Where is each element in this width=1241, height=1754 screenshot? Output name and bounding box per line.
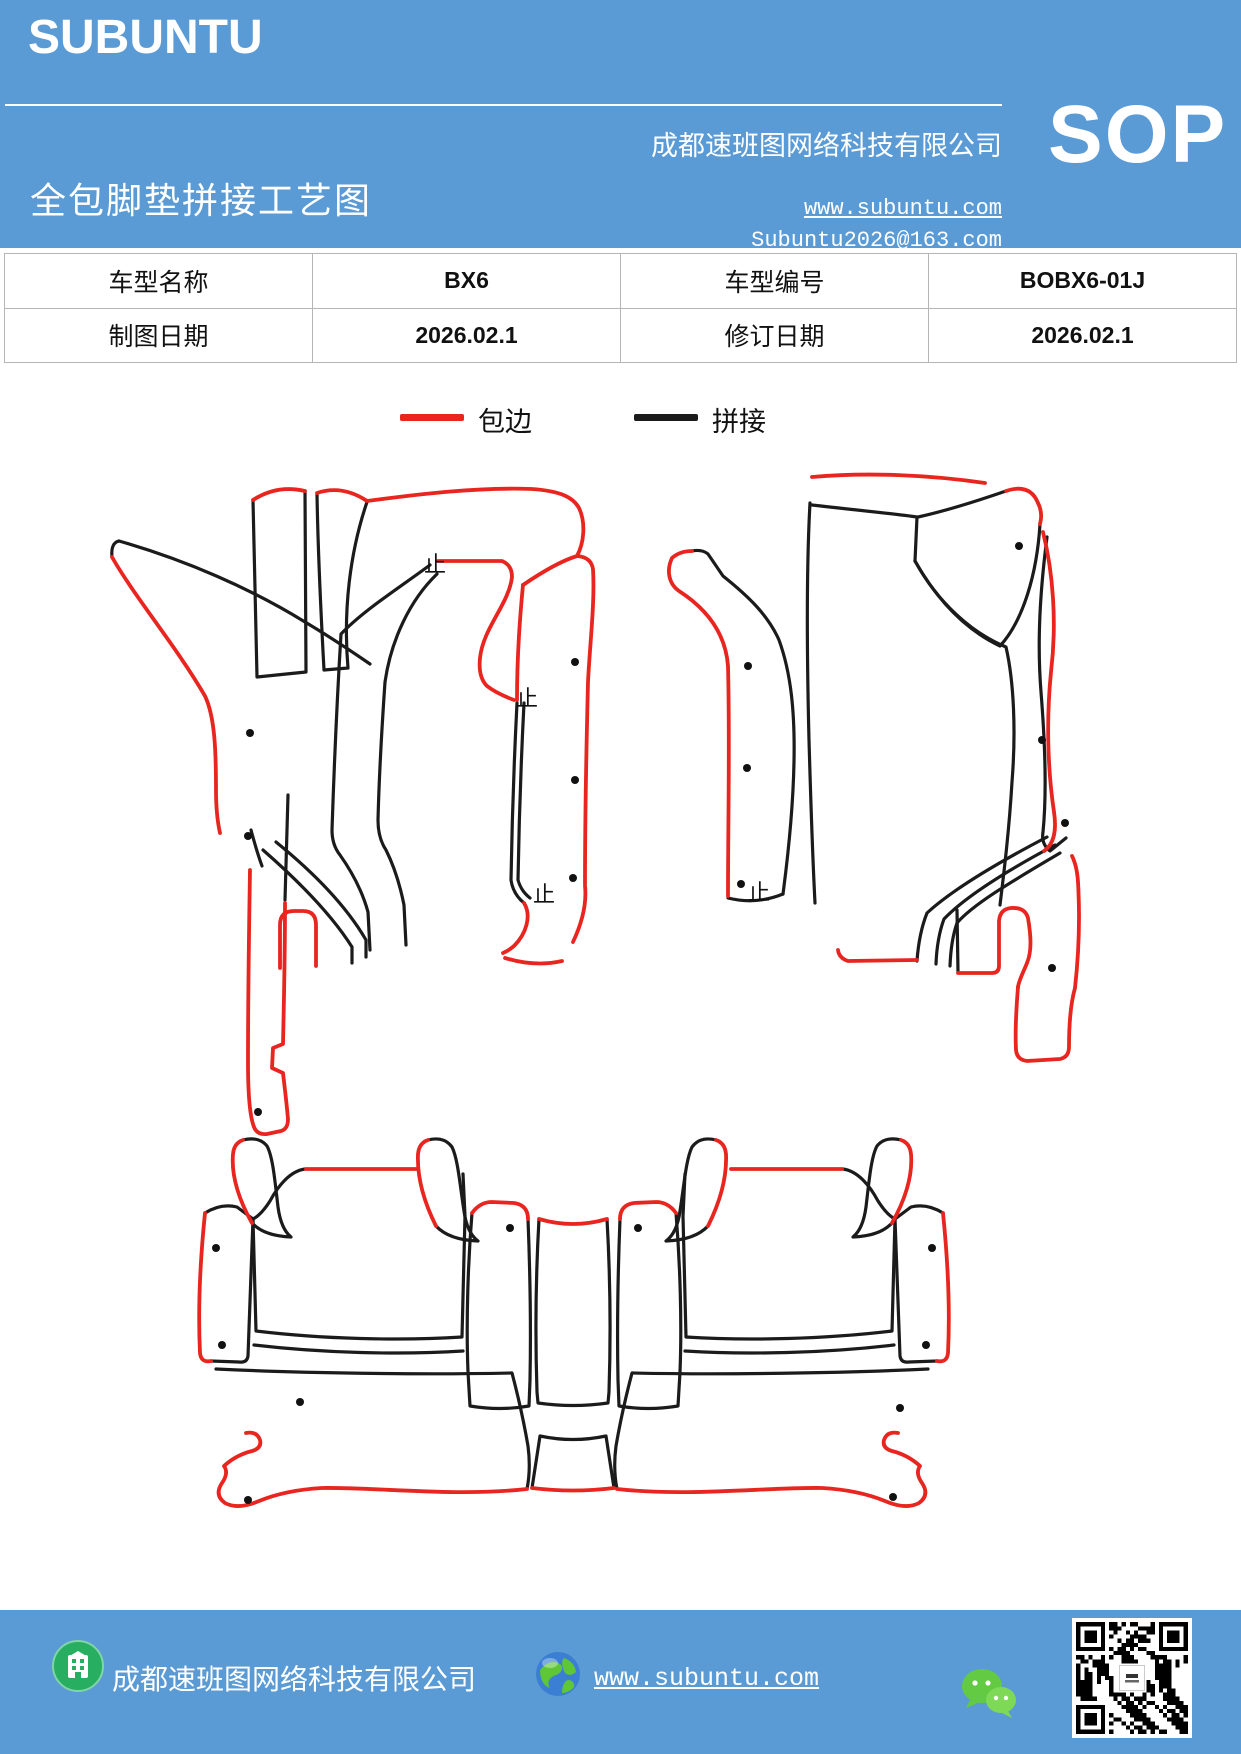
- brand-logo: SUBUNTU: [28, 11, 263, 64]
- stop-mark: 止: [424, 552, 446, 577]
- legend-binding-label: 包边: [478, 407, 532, 437]
- footer-company-name: 成都速班图网络科技有限公司: [112, 1665, 477, 1696]
- model-name-value: BX6: [312, 253, 621, 309]
- header-divider: [5, 104, 1002, 106]
- model-code-value: BOBX6-01J: [928, 253, 1237, 309]
- legend-splice-swatch: [634, 414, 698, 421]
- building-icon: [52, 1640, 104, 1692]
- table-row: 制图日期 2026.02.1 修订日期 2026.02.1: [4, 307, 1237, 363]
- stop-marks: 止 止 止 止: [424, 552, 770, 907]
- legend: 包边 拼接: [0, 400, 1241, 440]
- mat-outline-svg: 止 止 止 止: [110, 472, 1081, 1508]
- footer-website-link[interactable]: www.subuntu.com: [594, 1664, 820, 1693]
- model-code-label: 车型编号: [620, 253, 929, 309]
- binding-lines: [110, 472, 1081, 1508]
- draw-date-value: 2026.02.1: [312, 307, 621, 363]
- stop-mark: 止: [516, 686, 538, 711]
- draw-date-label: 制图日期: [4, 307, 313, 363]
- revise-date-value: 2026.02.1: [928, 307, 1237, 363]
- header-email: Subuntu2026@163.com: [751, 228, 1002, 253]
- qr-code: [1072, 1618, 1192, 1738]
- header-website: www.subuntu.com: [602, 196, 1002, 221]
- page-title: 全包脚垫拼接工艺图: [30, 181, 373, 221]
- website-link[interactable]: www.subuntu.com: [803, 196, 1002, 221]
- table-row: 车型名称 BX6 车型编号 BOBX6-01J: [4, 253, 1237, 309]
- stop-mark: 止: [533, 882, 555, 907]
- splice-lines: [110, 489, 1068, 1491]
- wechat-icon: [962, 1669, 1016, 1718]
- stop-mark: 止: [748, 880, 770, 905]
- footer-website: www.subuntu.com: [594, 1664, 819, 1693]
- model-name-label: 车型名称: [4, 253, 313, 309]
- header: SUBUNTU 成都速班图网络科技有限公司 全包脚垫拼接工艺图 SOP www.…: [0, 0, 1241, 253]
- legend-splice-label: 拼接: [712, 407, 766, 437]
- vehicle-info-table: 车型名称 BX6 车型编号 BOBX6-01J 制图日期 2026.02.1 修…: [4, 253, 1237, 363]
- floor-mat-pattern-diagram: 止 止 止 止: [0, 430, 1241, 1520]
- legend-binding-swatch: [400, 414, 464, 421]
- stitch-dots: [212, 542, 1069, 1504]
- globe-icon: [536, 1652, 580, 1696]
- sop-label: SOP: [1048, 89, 1228, 180]
- header-company-name: 成都速班图网络科技有限公司: [651, 131, 1002, 161]
- footer: 成都速班图网络科技有限公司 www.subuntu.com: [0, 1610, 1241, 1754]
- revise-date-label: 修订日期: [620, 307, 929, 363]
